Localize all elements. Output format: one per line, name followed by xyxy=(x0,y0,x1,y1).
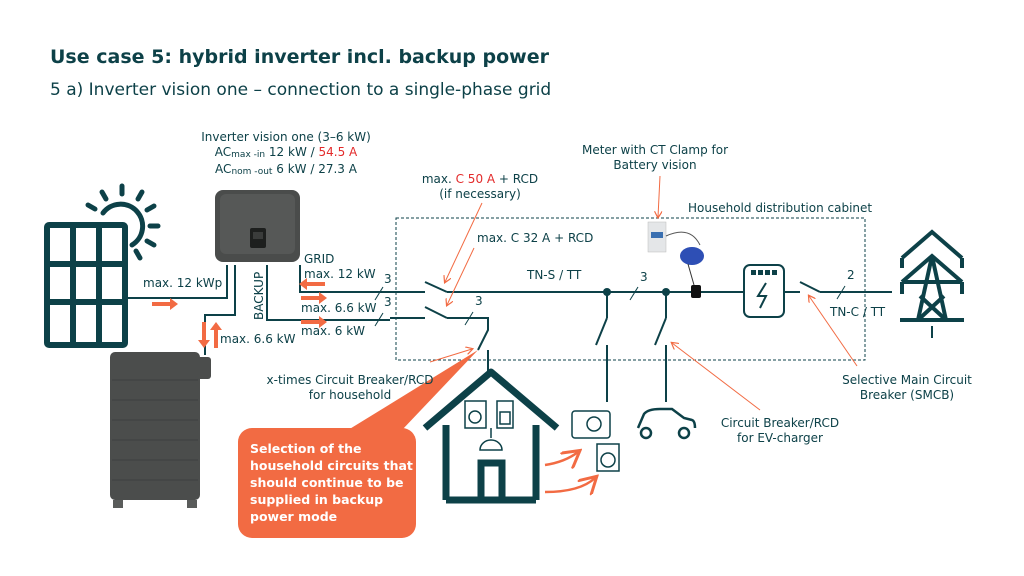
pointer-smcb xyxy=(809,296,858,367)
ev-car-icon xyxy=(636,407,697,440)
pointer-c32 xyxy=(447,247,475,305)
backup-out-flow-label: max. 6 kW xyxy=(301,324,366,338)
backup-port-label: BACKUP xyxy=(252,271,266,320)
c50-breaker-label: max. C 50 A + RCD (if necessary) xyxy=(421,172,539,201)
pointer-meter xyxy=(658,175,660,217)
distribution-cabinet-outline xyxy=(395,217,866,361)
page-title: Use case 5: hybrid inverter incl. backup… xyxy=(50,46,549,68)
c32-breaker-label: max. C 32 A + RCD xyxy=(477,231,594,245)
wire-count: 3 xyxy=(384,272,392,286)
socket-icon xyxy=(496,400,514,429)
wire-count: 3 xyxy=(475,294,483,308)
smcb-label: Selective Main Circuit Breaker (SMCB) xyxy=(842,373,972,402)
washing-machine-icon xyxy=(464,400,487,429)
grid-network-label: TN-C / TT xyxy=(830,305,886,319)
inverter-name: Inverter vision one (3–6 kW) xyxy=(201,130,371,144)
inverter-ac-max: ACmax -in 12 kW / 54.5 A xyxy=(214,145,358,160)
washing-machine-icon xyxy=(596,443,620,472)
curved-arrow xyxy=(544,478,595,492)
junction-dot xyxy=(603,288,611,296)
wire-count: 2 xyxy=(847,268,855,282)
battery-flow-label: max. 6.6 kW xyxy=(220,332,296,346)
curved-arrow xyxy=(544,452,578,465)
wire-count: 3 xyxy=(384,295,392,309)
household-cb-label: x-times Circuit Breaker/RCD for househol… xyxy=(266,373,434,402)
grid-flow-label: max. 12 kW xyxy=(304,267,376,281)
cabinet-network-label: TN-S / TT xyxy=(527,268,582,282)
ct-clamp-icon xyxy=(691,285,701,298)
inverter-device xyxy=(215,190,300,262)
pointer-ev-cb xyxy=(672,343,761,411)
inverter-ac-nom: ACnom -out 6 kW / 27.3 A xyxy=(215,162,357,177)
power-pylon-icon xyxy=(900,229,964,338)
grid-port-label: GRID xyxy=(304,252,335,266)
utility-meter-icon xyxy=(743,264,785,318)
cabinet-label: Household distribution cabinet xyxy=(688,201,873,215)
backup-selection-callout: Selection of the household circuits that… xyxy=(238,428,416,538)
callout-tail xyxy=(348,350,478,430)
inverter-specs: Inverter vision one (3–6 kW) ACmax -in 1… xyxy=(186,130,386,179)
solar-panel-icon xyxy=(44,222,128,348)
meter-label: Meter with CT Clamp for Battery vision xyxy=(581,143,729,172)
fan-icon xyxy=(571,410,611,439)
backup-in-flow-label: max. 6.6 kW xyxy=(301,301,377,315)
sun-icon xyxy=(85,183,161,261)
junction-dot xyxy=(662,288,670,296)
battery-device xyxy=(110,352,211,508)
meter-icon xyxy=(647,221,704,286)
ev-cb-label: Circuit Breaker/RCD for EV-charger xyxy=(720,416,840,445)
flow-arrows xyxy=(152,278,327,348)
house-icon xyxy=(422,368,560,504)
lamp-icon xyxy=(479,428,503,451)
pointer-c50 xyxy=(445,202,483,282)
wire-count: 3 xyxy=(640,270,648,284)
pv-flow-label: max. 12 kWp xyxy=(143,276,223,290)
pointer-household-cb xyxy=(429,349,472,363)
page-subtitle: 5 a) Inverter vision one – connection to… xyxy=(50,80,552,100)
